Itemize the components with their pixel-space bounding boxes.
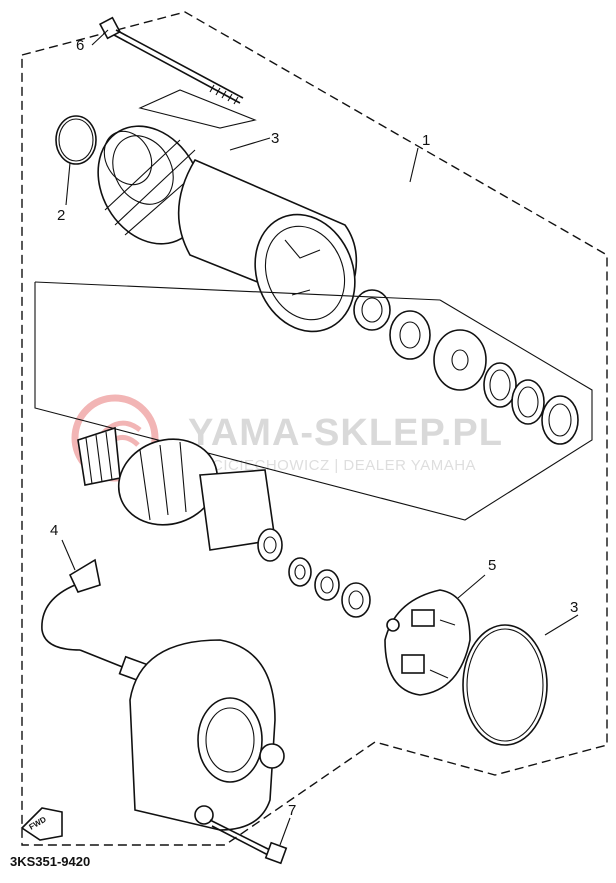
armature-frame-top [34,281,441,301]
leader-lines [61,29,579,846]
armature [77,426,283,562]
part-2-o-ring [55,115,97,165]
yoke-housing [177,158,358,333]
upper-washers [353,289,579,445]
callout-4: 4 [50,522,58,539]
part-7-short-bolt [209,819,288,865]
watermark: YAMA-SKLEP.PL CICIECHOWICZ | DEALER YAMA… [71,394,503,482]
label-plate [138,89,257,129]
callout-3-upper: 3 [271,130,279,147]
fwd-arrow-icon: FWD [20,807,63,841]
callout-3-lower: 3 [570,599,578,616]
armature-frame [34,282,593,521]
callout-7: 7 [288,802,296,819]
watermark-main-text: YAMA-SKLEP.PL [188,412,503,454]
diagram-code: 3KS351-9420 [10,854,90,869]
callout-1: 1 [422,132,430,149]
part-3-o-ring-lower-inner [466,628,544,742]
part-5-brush-holder [384,589,471,696]
part-6-long-bolt [98,16,244,105]
lower-washers [288,557,371,618]
assembly-outline [21,11,608,846]
callout-6: 6 [76,37,84,54]
front-cover [97,125,206,245]
callout-2: 2 [57,207,65,224]
part-3-o-ring-lower [462,624,548,746]
rear-cover [129,639,285,831]
callout-5: 5 [488,557,496,574]
part-2-o-ring-inner [58,118,94,162]
watermark-sub-text: CICIECHOWICZ | DEALER YAMAHA [212,457,476,474]
